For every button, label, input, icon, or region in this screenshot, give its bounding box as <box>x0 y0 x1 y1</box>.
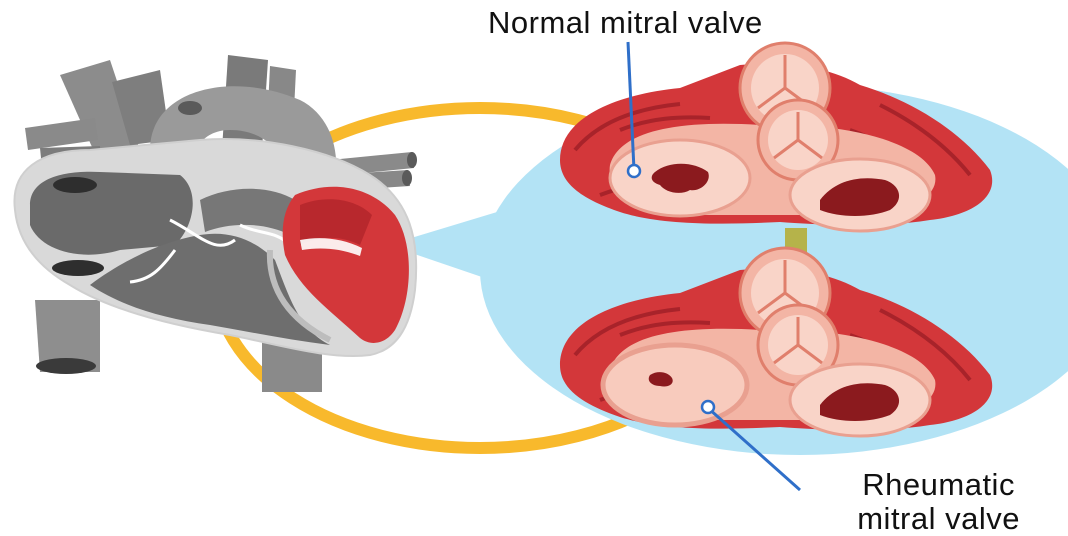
rheumatic-label-line2: mitral valve <box>857 502 1020 536</box>
heart-illustration <box>14 55 417 392</box>
rheumatic-valve-label: Rheumatic mitral valve <box>857 468 1020 536</box>
rheumatic-label-line1: Rheumatic <box>857 468 1020 502</box>
rheumatic-pointer-dot <box>702 401 714 413</box>
normal-valve-label: Normal mitral valve <box>488 6 763 40</box>
normal-pointer-dot <box>628 165 640 177</box>
normal-valve-illustration <box>560 43 992 231</box>
